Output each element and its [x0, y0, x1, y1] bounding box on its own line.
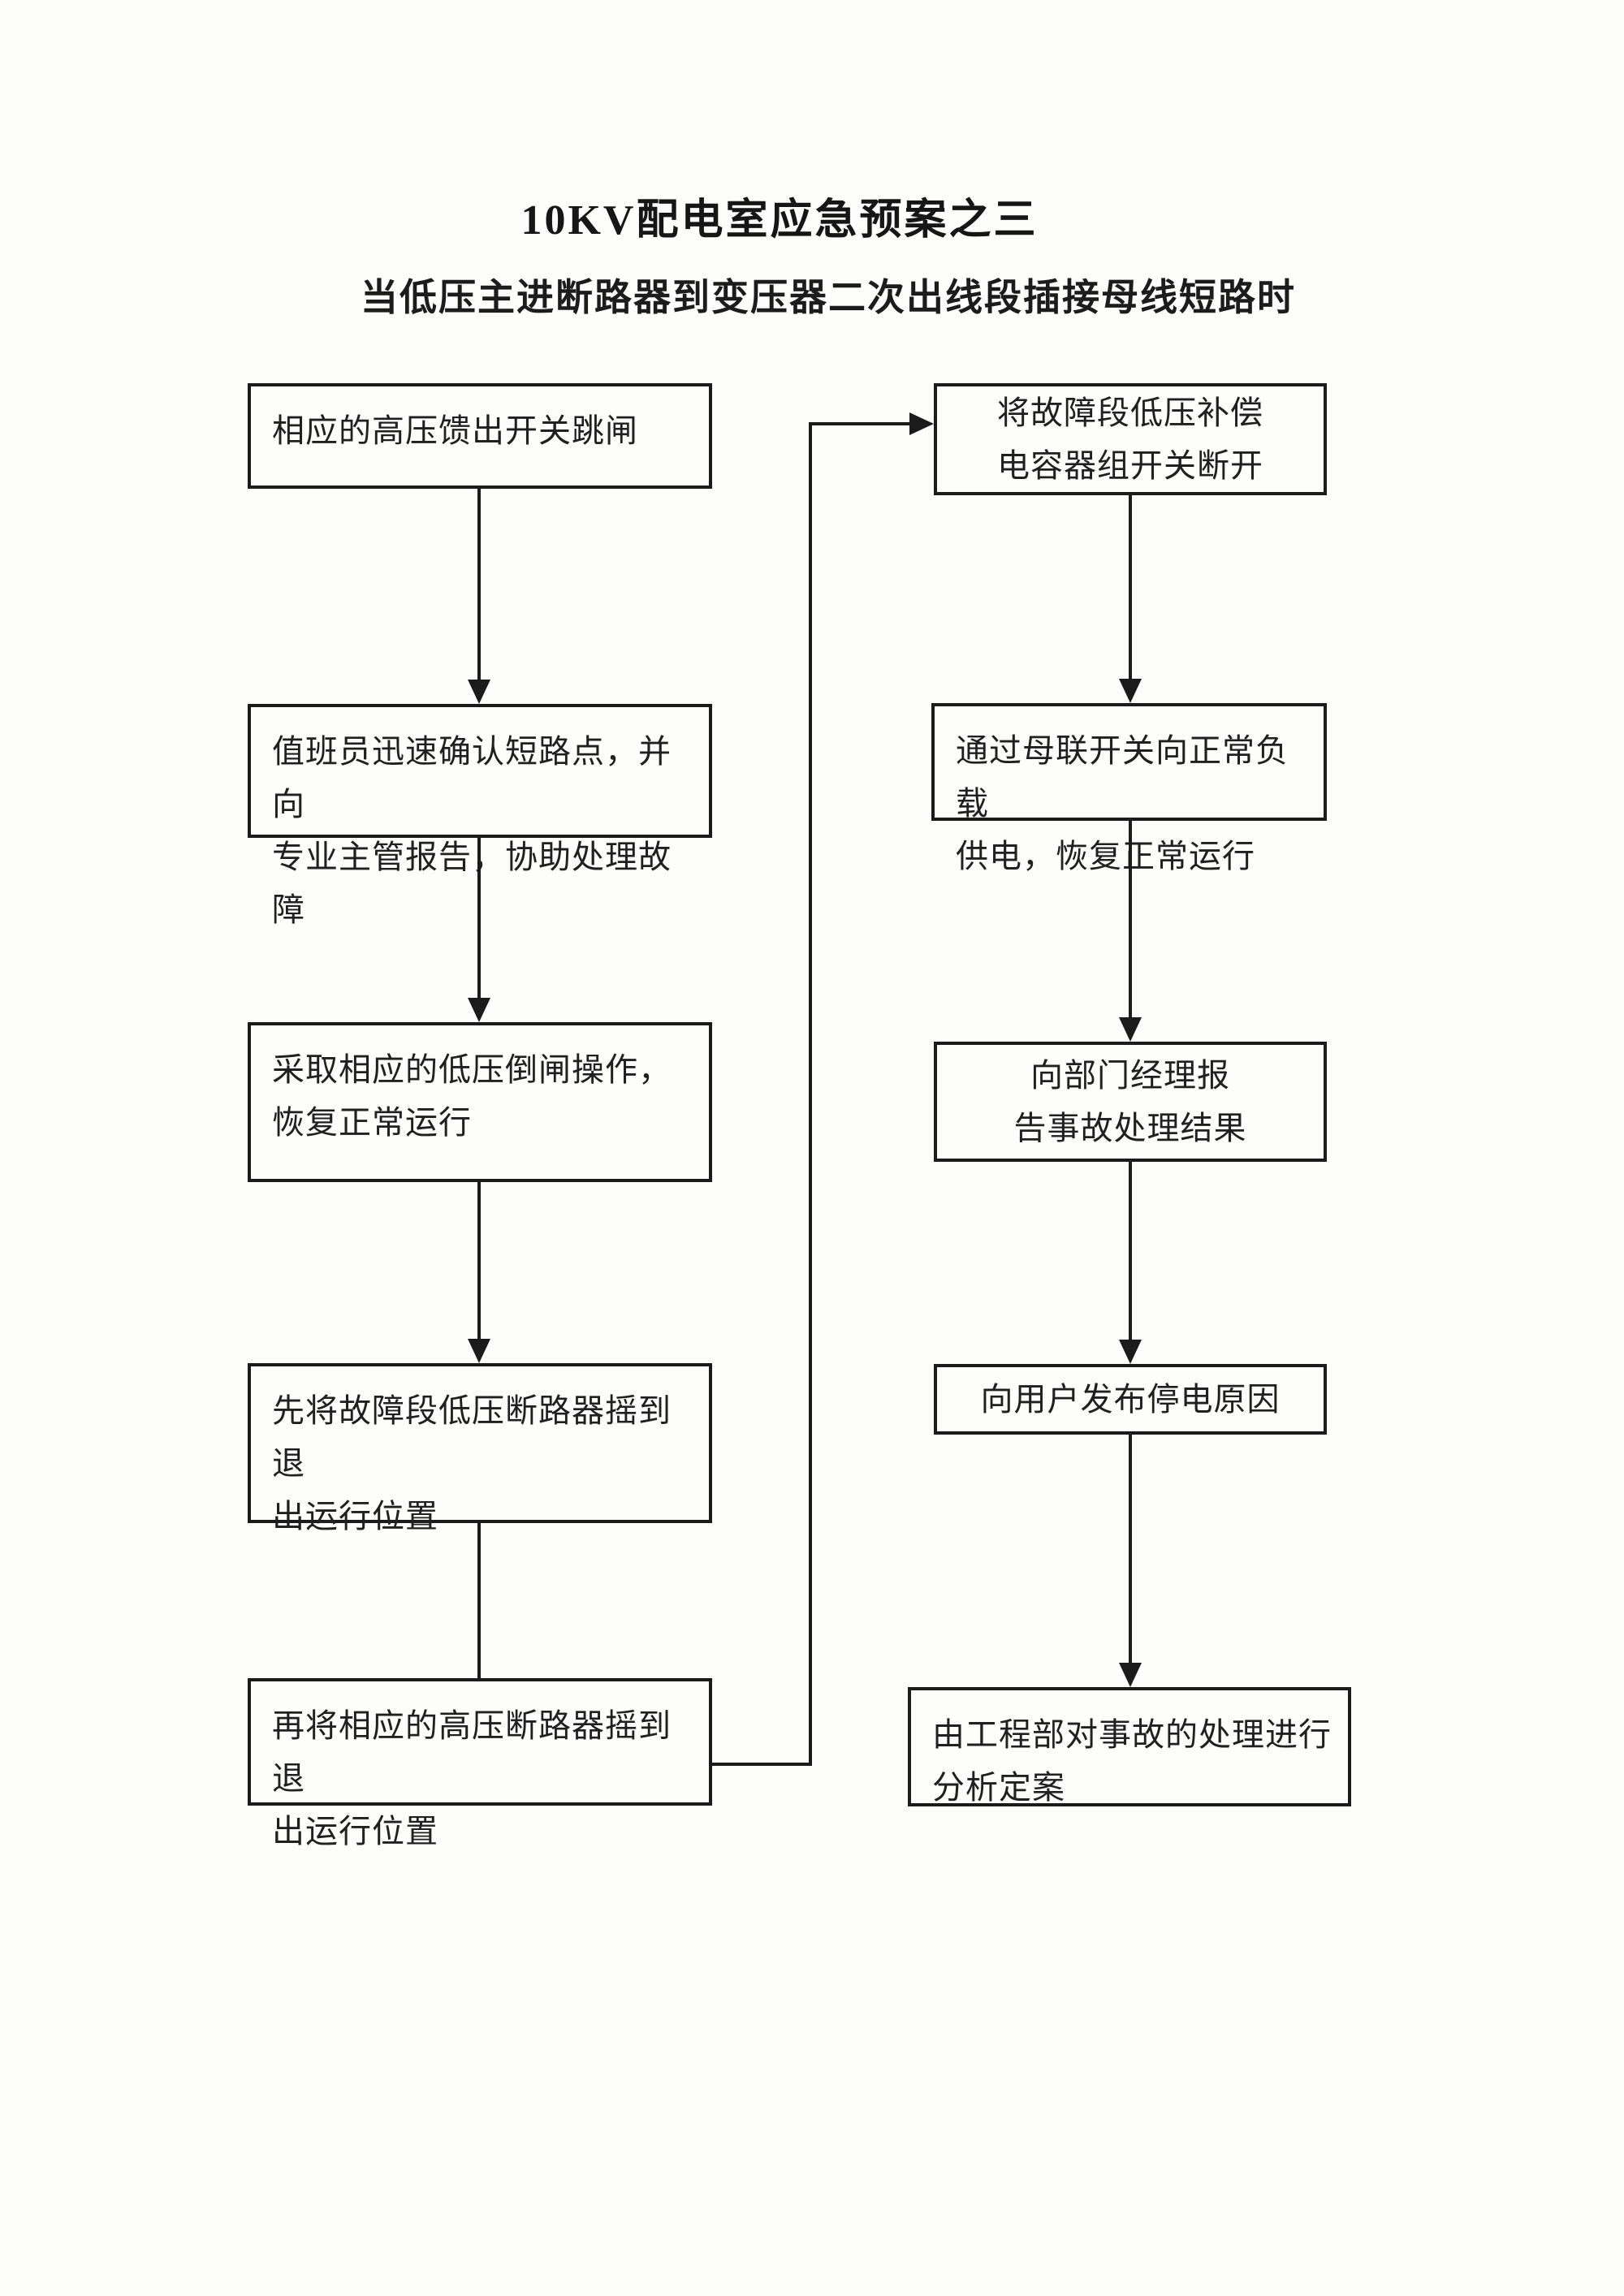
connector-l4-l5-line [477, 1523, 481, 1678]
box-bus-tie-supply-normal-load: 通过母联开关向正常负载 供电，恢复正常运行 [931, 703, 1327, 874]
arrow-r4-r5-line [1129, 1435, 1132, 1663]
box-lv-switching-restore-operation: 采取相应的低压倒闸操作， 恢复正常运行 [248, 1022, 712, 1182]
arrow-r3-r4-head [1119, 1340, 1142, 1364]
arrow-l3-l4-head [468, 1339, 490, 1363]
box-notify-users-outage-reason: 向用户发布停电原因 [934, 1364, 1327, 1435]
box-rack-out-faulty-lv-breaker: 先将故障段低压断路器摇到退 出运行位置 [248, 1363, 712, 1534]
arrow-r3-r4-line [1129, 1162, 1132, 1340]
box-report-department-manager: 向部门经理报 告事故处理结果 [934, 1042, 1327, 1162]
arrow-r4-r5-head [1119, 1663, 1142, 1687]
arrow-r2-r3-head [1119, 1017, 1142, 1042]
arrow-l5-r1-segment-bottom [712, 1763, 812, 1766]
page-subtitle: 当低压主进断路器到变压器二次出线段插接母线短路时 [361, 277, 1296, 318]
box-hv-outgoing-switch-trip: 相应的高压馈出开关跳闸 [248, 383, 712, 489]
box-rack-out-hv-breaker: 再将相应的高压断路器摇到退 出运行位置 [248, 1678, 712, 1849]
box-engineering-dept-analysis: 由工程部对事故的处理进行 分析定案 [908, 1687, 1351, 1806]
arrow-l2-l3-line [477, 838, 481, 998]
arrow-l1-l2-line [477, 489, 481, 680]
arrow-l5-r1-head [909, 412, 934, 435]
arrow-r1-r2-line [1129, 495, 1132, 679]
box-disconnect-lv-capacitor-bank: 将故障段低压补偿 电容器组开关断开 [934, 383, 1327, 495]
box-confirm-short-circuit-and-report: 值班员迅速确认短路点，并向 专业主管报告，协助处理故障 [248, 704, 712, 928]
arrow-r1-r2-head [1119, 679, 1142, 703]
arrow-l5-r1-segment-vertical [809, 422, 812, 1766]
arrow-l3-l4-line [477, 1182, 481, 1339]
arrow-l2-l3-head [468, 998, 490, 1022]
arrow-l1-l2-head [468, 680, 490, 704]
arrow-r2-r3-line [1129, 821, 1132, 1017]
arrow-l5-r1-segment-top [809, 422, 913, 425]
page-title: 10KV配电室应急预案之三 [520, 197, 1039, 244]
